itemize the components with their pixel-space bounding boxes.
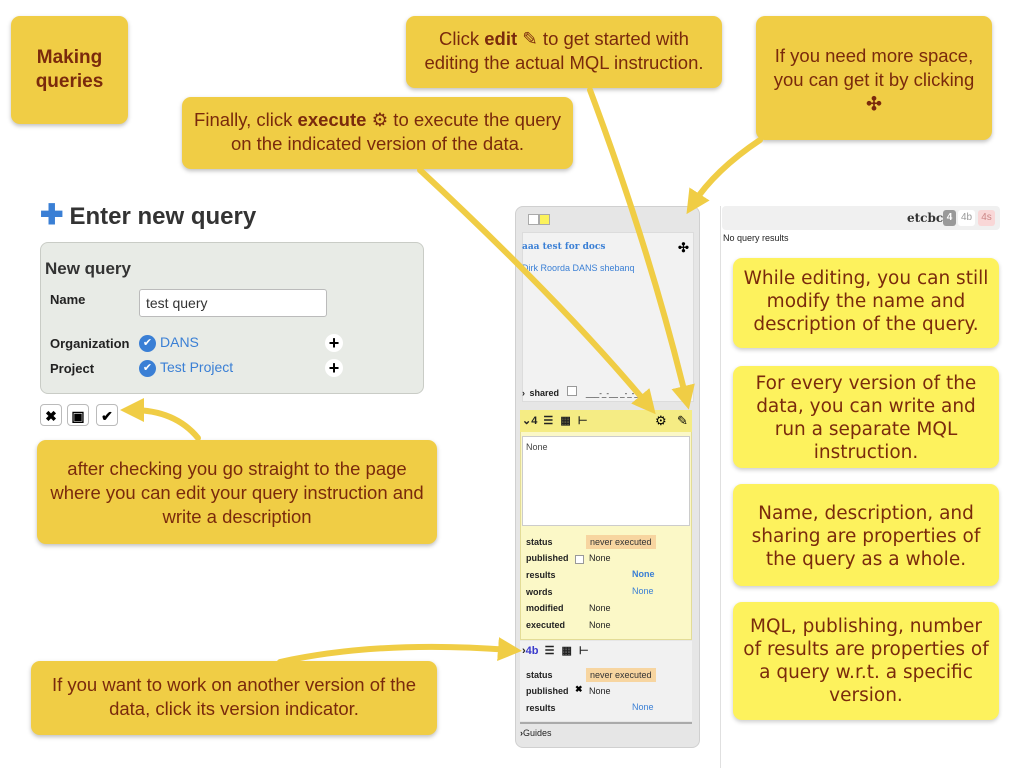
version-4s-badge[interactable]: 4s	[978, 210, 995, 226]
version-4-bar	[520, 410, 692, 432]
square-icon	[528, 214, 539, 225]
note-every-version: For every version of the data, you can w…	[733, 366, 999, 468]
check-circle-icon: ✔	[139, 334, 156, 352]
edit-button[interactable]: ✎	[677, 413, 688, 428]
words-label: words	[526, 587, 553, 597]
chevron-down-icon[interactable]: ⌄	[522, 415, 532, 427]
mql-textarea[interactable]: None	[522, 436, 690, 526]
tree-icon[interactable]: ⊢	[578, 645, 589, 657]
published-4b-label: published	[526, 686, 569, 696]
pencil-icon: ✎	[522, 28, 538, 49]
status-label: status	[526, 537, 553, 547]
status-4b-badge: never executed	[586, 668, 656, 682]
note-edit: Click edit ✎ to get started with editing…	[406, 16, 722, 88]
note-making-queries: Making queries	[11, 16, 128, 124]
query-authors: Dirk Roorda DANS shebanq	[522, 263, 635, 273]
version-4b-badge[interactable]: 4b	[958, 210, 975, 226]
execute-button[interactable]: ⚙	[655, 413, 667, 428]
save-button[interactable]: ▣	[67, 404, 89, 426]
guides-link[interactable]: ›Guides	[520, 728, 552, 738]
arrow-check	[120, 398, 201, 441]
divider	[520, 722, 692, 724]
version-4-indicator[interactable]: 4	[531, 415, 538, 427]
modified-value: None	[589, 603, 611, 613]
shared-label: shared	[529, 388, 559, 398]
note-mql-publishing: MQL, publishing, number of results are p…	[733, 602, 999, 720]
version-4b-toolbar: ›4b ☰ ▦ ⊢	[522, 644, 589, 657]
list-icon[interactable]: ☰	[543, 415, 554, 427]
add-project-button[interactable]: +	[325, 359, 343, 377]
query-header	[522, 232, 694, 402]
square-yellow-icon	[539, 214, 550, 225]
db-name: etcbc	[907, 211, 944, 225]
expand-button[interactable]: ✣	[678, 240, 689, 255]
note-while-editing: While editing, you can still modify the …	[733, 258, 999, 348]
note-execute: Finally, click execute ⚙ to execute the …	[182, 97, 573, 169]
cancel-button[interactable]: ✖	[40, 404, 62, 426]
published-checkbox[interactable]	[575, 555, 584, 564]
published-4b-value: None	[589, 686, 611, 696]
results-label: results	[526, 570, 556, 580]
note-another-version: If you want to work on another version o…	[31, 661, 437, 735]
modified-label: modified	[526, 603, 564, 613]
version-4-badge[interactable]: 4	[943, 210, 956, 226]
page-title: ✚Enter new query	[40, 199, 257, 230]
version-4-toolbar: ⌄4 ☰ ▦ ⊢	[522, 414, 587, 427]
words-value[interactable]: None	[632, 586, 654, 596]
shared-value: ___-_-__ _-_-__	[585, 389, 644, 398]
published-label: published	[526, 553, 569, 563]
check-circle-icon: ✔	[139, 359, 156, 377]
table-icon[interactable]: ▦	[561, 645, 572, 657]
results-4b-label: results	[526, 703, 556, 713]
check-button[interactable]: ✔	[96, 404, 118, 426]
executed-label: executed	[526, 620, 566, 630]
gear-icon: ⚙	[371, 109, 389, 130]
organization-label: Organization	[50, 336, 130, 351]
plus-icon: ✚	[40, 199, 64, 230]
arrow-version	[277, 637, 522, 665]
version-4b-indicator[interactable]: 4b	[525, 645, 539, 657]
list-icon[interactable]: ☰	[544, 645, 555, 657]
panel-title: New query	[45, 259, 131, 278]
toggle-icons[interactable]	[528, 212, 550, 225]
published-value: None	[589, 553, 611, 563]
results-value[interactable]: None	[632, 569, 655, 579]
name-input[interactable]: test query	[139, 289, 327, 317]
add-organization-button[interactable]: +	[325, 334, 343, 352]
executed-value: None	[589, 620, 611, 630]
note-after-checking: after checking you go straight to the pa…	[37, 440, 437, 544]
note-name-description: Name, description, and sharing are prope…	[733, 484, 999, 586]
query-name: aaa test for docs	[522, 242, 606, 252]
tree-icon[interactable]: ⊢	[577, 415, 588, 427]
expand-icon: ✣	[866, 93, 882, 114]
table-icon[interactable]: ▦	[560, 415, 571, 427]
results-4b-value[interactable]: None	[632, 702, 654, 712]
organization-link[interactable]: ✔DANS	[139, 334, 199, 352]
new-query-panel: New query Name test query Organization ✔…	[40, 242, 424, 394]
shared-checkbox[interactable]	[567, 386, 578, 396]
status-badge: never executed	[586, 535, 656, 549]
project-label: Project	[50, 361, 95, 376]
note-space: If you need more space, you can get it b…	[756, 16, 992, 140]
arrow-expand	[686, 137, 763, 215]
unpublished-icon: ✖	[575, 684, 583, 694]
status-4b-label: status	[526, 670, 553, 680]
chevron-right-icon[interactable]: ›	[522, 645, 526, 657]
name-label: Name	[50, 292, 86, 307]
project-link[interactable]: ✔Test Project	[139, 359, 233, 377]
shared-row: › shared ___-_-__ _-_-__	[522, 386, 644, 398]
no-results-text: No query results	[723, 233, 789, 243]
